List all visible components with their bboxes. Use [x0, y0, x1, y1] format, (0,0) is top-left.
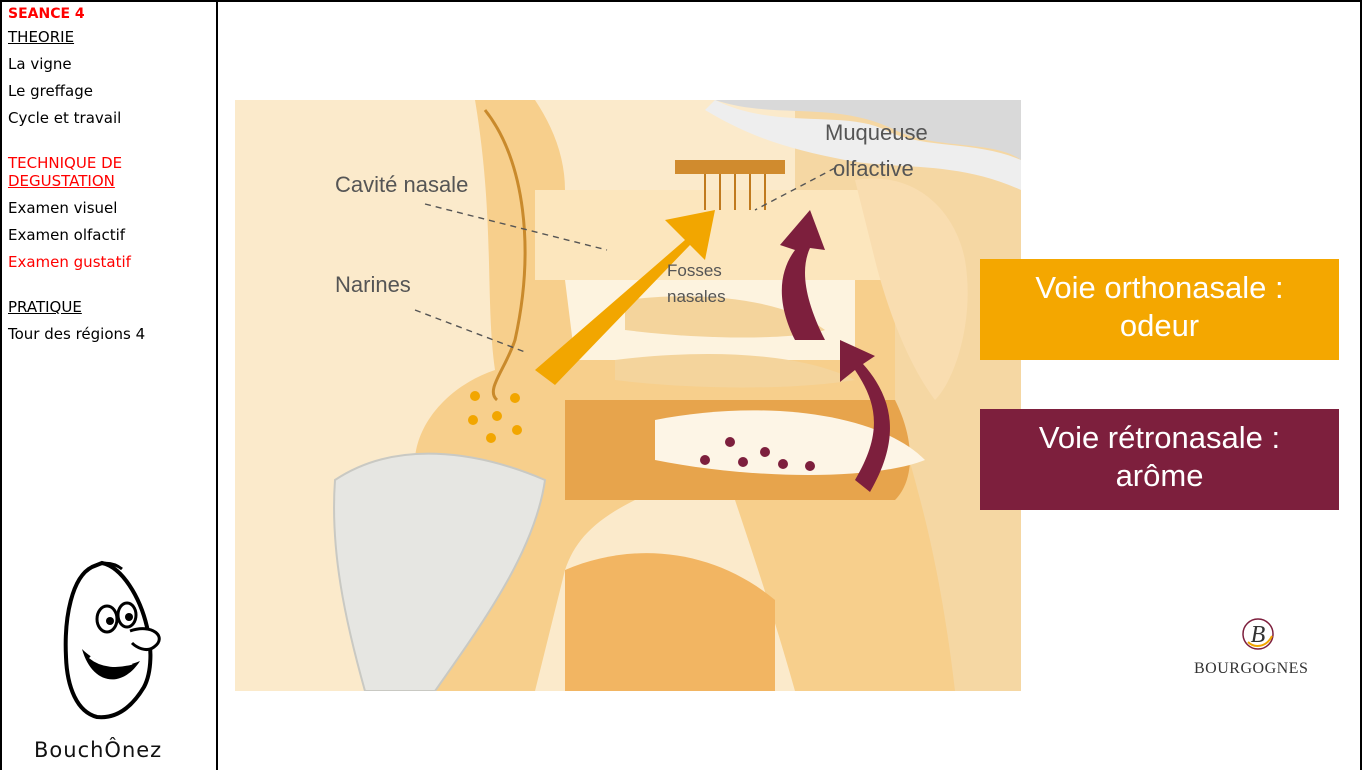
brand-monogram: B	[1251, 622, 1266, 648]
seance-title: SEANCE 4	[8, 6, 85, 22]
logo-wordmark: BouchÔnez	[34, 738, 162, 762]
sidebar-link-technique[interactable]: TECHNIQUE DE DEGUSTATION	[8, 154, 122, 190]
retronasal-line1: Voie rétronasale :	[980, 419, 1339, 457]
label-fosses-line1: Fosses	[667, 261, 722, 280]
cork-mascot-logo	[52, 557, 172, 727]
orthonasal-line1: Voie orthonasale :	[980, 269, 1339, 307]
label-muqueuse-line1: Muqueuse	[825, 120, 928, 145]
label-cavite-nasale: Cavité nasale	[335, 172, 468, 197]
label-fosses-line2: nasales	[667, 287, 726, 306]
label-muqueuse-line2: olfactive	[833, 156, 914, 181]
sidebar-link-tour-regions[interactable]: Tour des régions 4	[8, 325, 145, 343]
sidebar-link-greffage[interactable]: Le greffage	[8, 82, 93, 100]
orthonasal-callout: Voie orthonasale : odeur	[980, 259, 1339, 360]
sidebar-link-examen-visuel[interactable]: Examen visuel	[8, 199, 117, 217]
sidebar-link-cycle[interactable]: Cycle et travail	[8, 109, 121, 127]
sidebar-link-examen-gustatif[interactable]: Examen gustatif	[8, 253, 131, 271]
retronasal-line2: arôme	[980, 457, 1339, 495]
technique-line2: DEGUSTATION	[8, 172, 115, 190]
technique-line1: TECHNIQUE DE	[8, 154, 122, 172]
sidebar-link-pratique[interactable]: PRATIQUE	[8, 298, 82, 316]
label-narines: Narines	[335, 272, 411, 297]
brand-name: BOURGOGNES	[1194, 660, 1308, 678]
nasal-cavity-diagram: Muqueuse olfactive Cavité nasale Narines…	[235, 100, 1021, 691]
retronasal-callout: Voie rétronasale : arôme	[980, 409, 1339, 510]
sidebar-link-vigne[interactable]: La vigne	[8, 55, 72, 73]
sidebar-link-theorie[interactable]: THEORIE	[8, 28, 74, 46]
sidebar: SEANCE 4 THEORIE La vigne Le greffage Cy…	[2, 2, 218, 770]
orthonasal-line2: odeur	[980, 307, 1339, 345]
sidebar-link-examen-olfactif[interactable]: Examen olfactif	[8, 226, 125, 244]
